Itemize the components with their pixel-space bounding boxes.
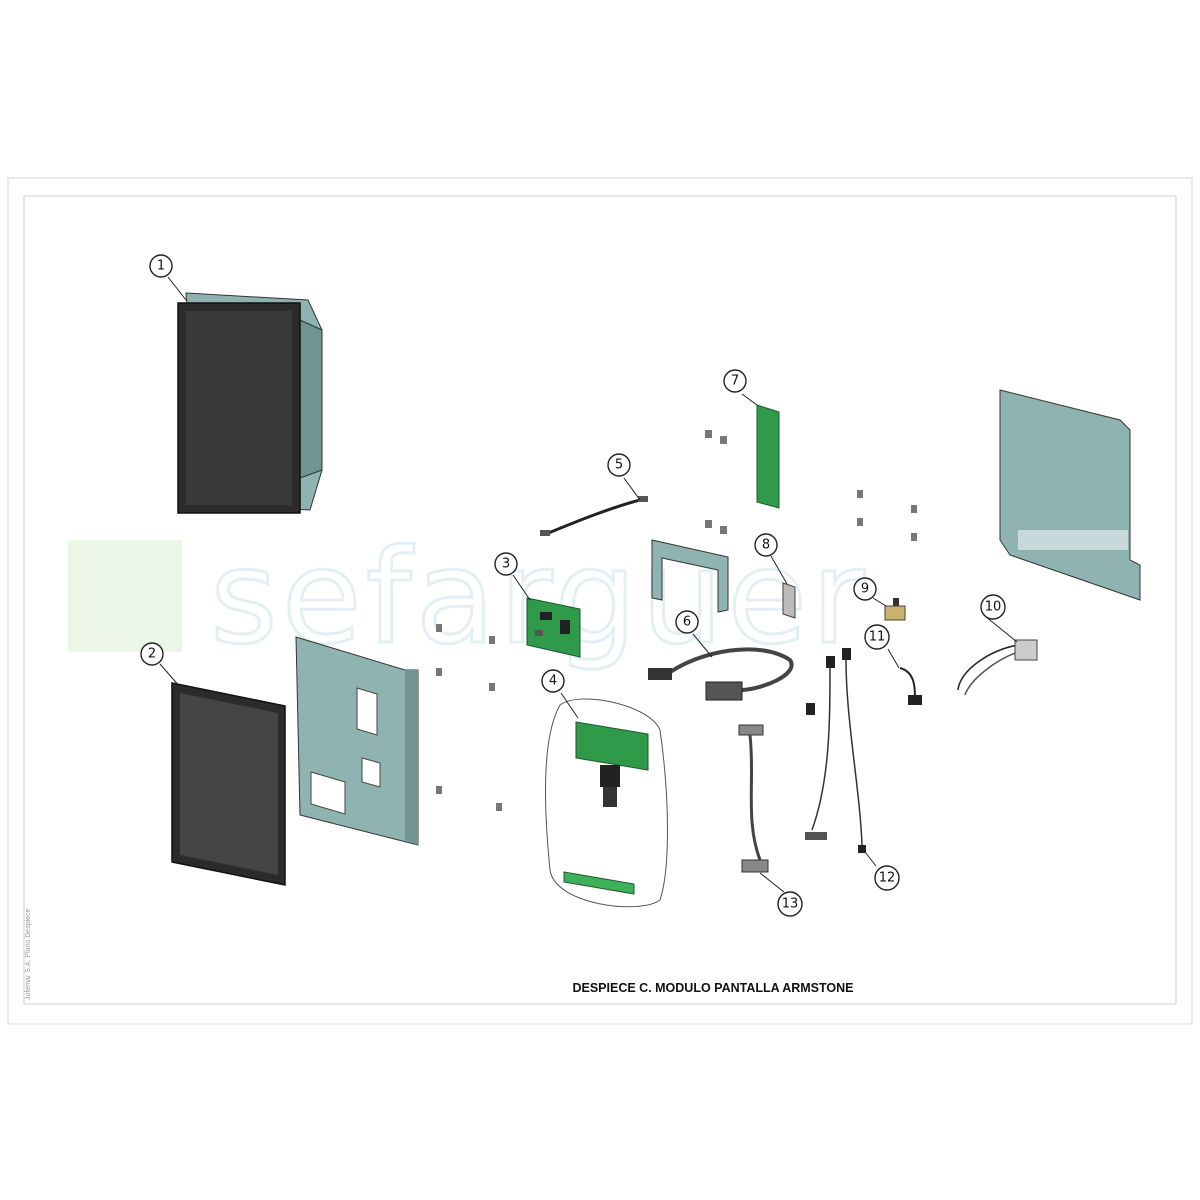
drawing-title: DESPIECE C. MODULO PANTALLA ARMSTONE <box>572 981 853 995</box>
part-9-sensor <box>884 598 906 621</box>
balloon-4-label: 4 <box>549 674 557 689</box>
balloon-7: 7 <box>723 369 747 393</box>
balloon-4: 4 <box>541 669 565 693</box>
balloon-10-label: 10 <box>985 600 1002 615</box>
balloon-8: 8 <box>754 533 778 557</box>
balloon-7-label: 7 <box>731 374 739 389</box>
back-plate <box>295 636 419 846</box>
side-note: Jofemar S.A. Plano Despiece <box>25 908 32 1000</box>
part-11-connector <box>899 667 922 705</box>
inner-border <box>23 195 1177 1005</box>
balloon-12-label: 12 <box>879 871 896 886</box>
screws-right <box>857 490 917 541</box>
balloon-13-label: 13 <box>782 897 799 912</box>
balloon-8-label: 8 <box>762 538 770 553</box>
right-chassis <box>999 389 1141 601</box>
part-8-module <box>782 582 796 619</box>
part-2-front-frame <box>171 682 286 886</box>
part-5-cable <box>540 496 648 536</box>
balloon-9: 9 <box>853 577 877 601</box>
part-10-cable <box>957 639 1038 696</box>
balloon-10: 10 <box>980 594 1006 620</box>
balloon-6: 6 <box>675 610 699 634</box>
balloon-6-label: 6 <box>683 615 691 630</box>
balloon-11: 11 <box>864 624 890 650</box>
leader-lines <box>159 276 1018 893</box>
part-3-pcb <box>526 597 581 658</box>
balloon-12: 12 <box>874 865 900 891</box>
balloon-5: 5 <box>607 453 631 477</box>
balloon-11-label: 11 <box>869 630 886 645</box>
bracket <box>651 539 729 613</box>
balloon-1-label: 1 <box>157 259 165 274</box>
part-12-harness <box>805 648 866 853</box>
part-7-vertical-pcb <box>756 404 780 509</box>
balloon-5-label: 5 <box>615 458 623 473</box>
standoffs <box>705 430 727 534</box>
part-6-video-cable <box>648 647 794 701</box>
balloon-2: 2 <box>140 642 164 666</box>
balloon-3: 3 <box>494 552 518 576</box>
part-4-pcb-module <box>545 698 668 908</box>
balloon-9-label: 9 <box>861 582 869 597</box>
screws-left <box>436 624 502 811</box>
balloon-3-label: 3 <box>502 557 510 572</box>
part-13-flat-cable <box>738 724 769 873</box>
part-1-display-assembly <box>177 292 323 514</box>
balloon-1: 1 <box>149 254 173 278</box>
balloon-13: 13 <box>777 891 803 917</box>
balloon-2-label: 2 <box>148 647 156 662</box>
outer-border <box>7 177 1193 1025</box>
